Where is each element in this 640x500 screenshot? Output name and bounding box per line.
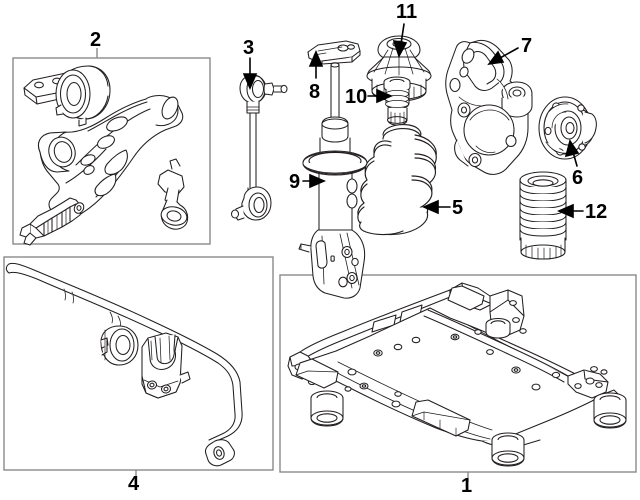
ball-joint — [157, 158, 189, 230]
part-lower-control-arm-assembly — [19, 65, 189, 246]
part-subframe-crossmember — [287, 282, 627, 467]
callout-label-10: 10 — [345, 86, 368, 108]
callout-label-11: 11 — [396, 1, 418, 23]
callout-label-5: 5 — [452, 197, 464, 219]
control-arm-body — [37, 94, 184, 221]
callout-label-12: 12 — [585, 201, 608, 223]
subframe-bolt-holes — [307, 328, 608, 408]
callout-label-8: 8 — [309, 81, 321, 103]
callout-label-9: 9 — [289, 171, 301, 193]
subframe-bushing-right — [593, 392, 627, 429]
part-steering-knuckle — [445, 39, 533, 175]
panel-rect-2 — [12, 57, 211, 245]
part-stabilizer-bar-assembly — [5, 262, 243, 467]
stabilizer-bar-bracket — [141, 332, 191, 399]
part-jounce-bumper — [383, 76, 411, 126]
callout-label-6: 6 — [572, 167, 584, 189]
callout-leader-lines — [242, 23, 584, 219]
part-coil-spring — [357, 123, 437, 236]
wheel-speed-sensor — [19, 197, 85, 246]
panel-rect-4 — [3, 256, 274, 471]
part-stabilizer-link — [230, 74, 288, 221]
callout-label-3: 3 — [243, 37, 255, 59]
subframe-bushing-rear-right — [485, 317, 511, 339]
part-strut-shock-absorber — [298, 62, 368, 299]
part-strut-bracket — [307, 40, 361, 65]
subframe-bushing-left-front — [310, 390, 344, 427]
stabilizer-bar-bushing — [100, 325, 139, 366]
part-wheel-hub-bearing — [538, 96, 597, 160]
callout-label-2: 2 — [90, 29, 102, 51]
control-arm-bushing — [23, 65, 111, 127]
callout-label-4: 4 — [128, 473, 140, 495]
panel-borders — [3, 57, 637, 473]
subframe-bushing-center-front — [491, 432, 525, 467]
callout-label-1: 1 — [461, 475, 473, 497]
panel-rect-1 — [279, 274, 637, 473]
panel-label-ticks — [96, 48, 469, 482]
part-dust-shield-boot — [519, 171, 567, 260]
callout-label-7: 7 — [521, 35, 533, 57]
